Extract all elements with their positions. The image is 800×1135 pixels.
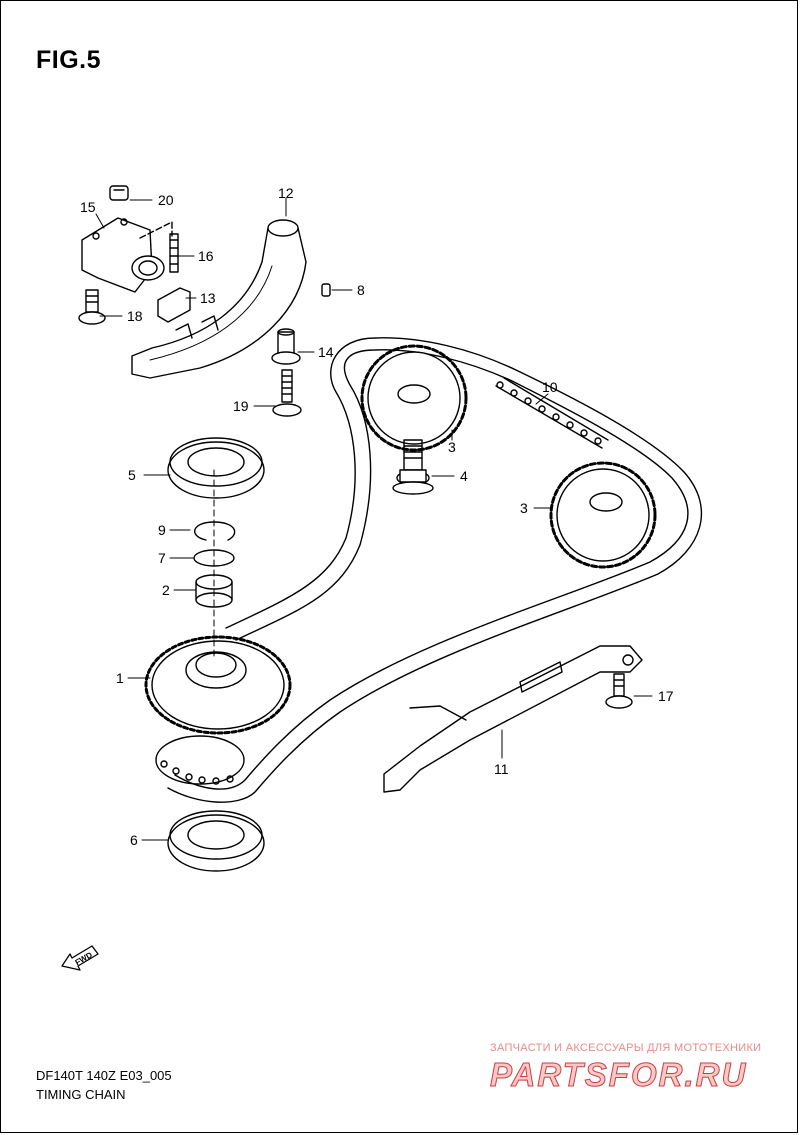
callout-14: 14	[318, 344, 334, 360]
callout-1: 1	[116, 670, 124, 686]
timing-chain	[160, 337, 702, 803]
callout-15: 15	[80, 199, 96, 215]
callout-2: 2	[162, 582, 170, 598]
crankshaft-gear	[144, 635, 292, 785]
callout-13: 13	[200, 290, 216, 306]
bolt-19	[272, 369, 302, 417]
callout-5: 5	[128, 467, 136, 483]
bolt-18	[78, 289, 106, 325]
callout-8: 8	[357, 282, 365, 298]
bearing-5	[167, 437, 265, 499]
fwd-arrow-icon: FWD	[61, 945, 99, 971]
callout-17: 17	[658, 688, 674, 704]
chain-guide-12	[131, 219, 307, 379]
circlip-9	[194, 521, 236, 541]
chain-links-upper	[495, 377, 609, 449]
callout-6: 6	[130, 832, 138, 848]
bolt-17	[605, 673, 633, 709]
chain-guide-11	[383, 645, 643, 793]
collar-14	[271, 328, 301, 365]
callout-12: 12	[278, 185, 294, 201]
chain-links-lower	[160, 760, 234, 785]
callout-4: 4	[460, 468, 468, 484]
callout-7: 7	[158, 550, 166, 566]
callout-18: 18	[127, 308, 143, 324]
bearing-6	[167, 810, 265, 872]
watermark-tagline: ЗАПЧАСТИ И АКСЕССУАРЫ ДЛЯ МОТОТЕХНИКИ	[490, 1042, 762, 1054]
figure-title: FIG.5	[36, 46, 102, 74]
tensioner-shoe	[157, 287, 191, 323]
camshaft-sprocket-lower	[549, 461, 657, 569]
callout-10: 10	[542, 379, 558, 395]
callout-16: 16	[198, 248, 214, 264]
pin-8	[321, 283, 331, 297]
callout-3-upper: 3	[448, 439, 456, 455]
callout-19: 19	[233, 398, 249, 414]
leader-lines	[95, 197, 653, 841]
camshaft-sprocket-upper	[360, 344, 468, 452]
sprocket-bolt	[392, 439, 434, 495]
callout-20: 20	[158, 192, 174, 208]
watermark-logo: PARTSFOR.RU	[489, 1056, 748, 1094]
callout-3-lower: 3	[520, 500, 528, 516]
diagram-caption: TIMING CHAIN	[36, 1087, 126, 1102]
callout-11: 11	[494, 761, 509, 777]
callout-9: 9	[158, 522, 166, 538]
tensioner-adjuster	[81, 185, 179, 293]
model-code: DF140T 140Z E03_005	[36, 1068, 172, 1083]
callout-labels: 20 15 16 13 18 12 8 14 19 10 3 4 3 5 9 7…	[80, 185, 674, 848]
